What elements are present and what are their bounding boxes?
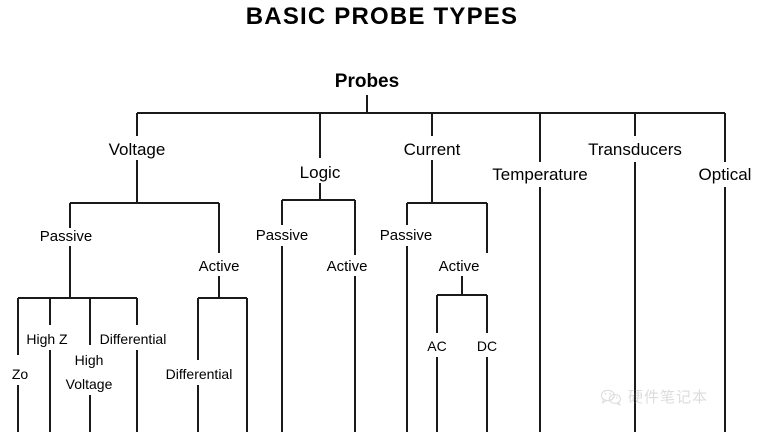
node-high-voltage-label-line1: High: [75, 352, 104, 368]
node-ac-label: AC: [427, 338, 446, 354]
node-voltage-active-label: Active: [199, 258, 240, 275]
node-voltage-passive-label: Passive: [40, 228, 93, 245]
node-zo-label: Zo: [12, 366, 29, 382]
node-voltage-label: Voltage: [109, 140, 166, 159]
node-vp-differential-label: Differential: [100, 331, 167, 347]
node-logic-label: Logic: [300, 163, 341, 182]
node-logic-passive-label: Passive: [256, 227, 309, 244]
node-high-z-label: High Z: [26, 331, 68, 347]
node-temperature-label: Temperature: [492, 165, 587, 184]
node-probes-label: Probes: [335, 71, 399, 92]
node-current-active-label: Active: [439, 258, 480, 275]
page-title: BASIC PROBE TYPES: [246, 3, 518, 30]
node-logic-active-label: Active: [327, 258, 368, 275]
node-dc-label: DC: [477, 338, 497, 354]
node-va-differential-label: Differential: [166, 366, 233, 382]
node-transducers-label: Transducers: [588, 140, 682, 159]
node-current-label: Current: [404, 140, 461, 159]
node-high-voltage-label-line2: Voltage: [66, 376, 113, 392]
node-current-passive-label: Passive: [380, 227, 433, 244]
node-optical-label: Optical: [699, 165, 752, 184]
